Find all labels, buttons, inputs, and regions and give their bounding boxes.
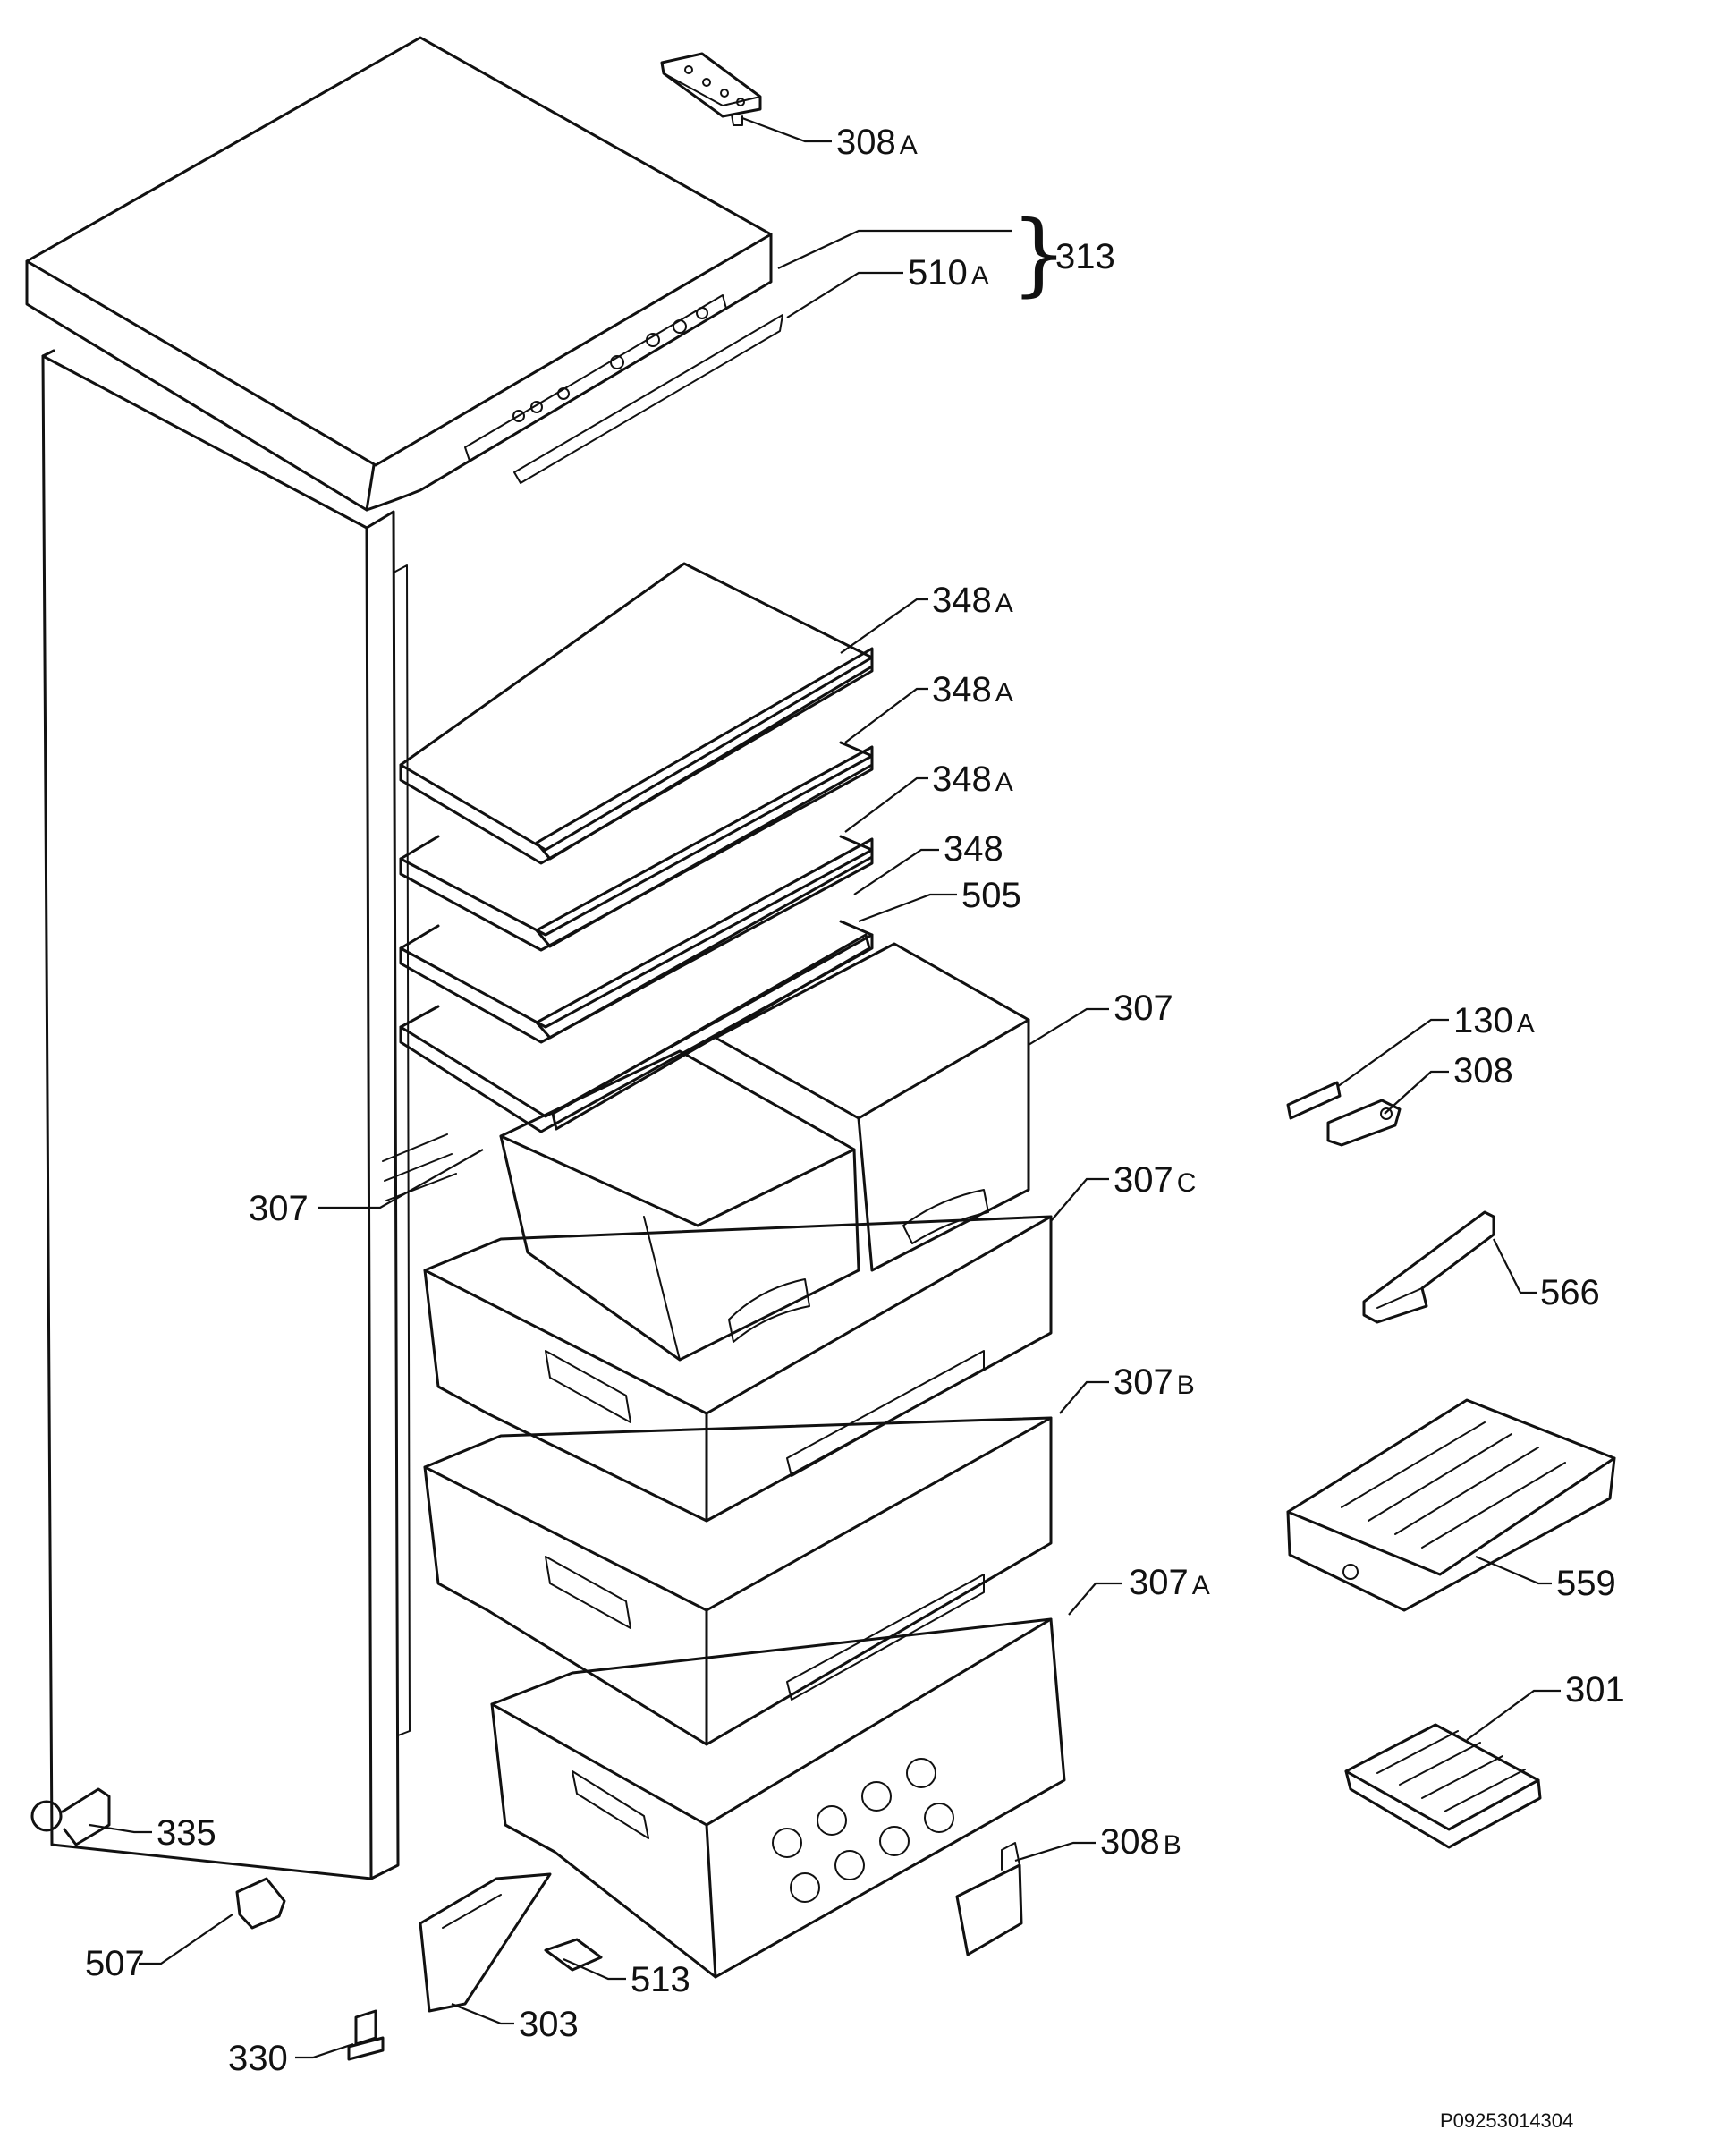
crisper-right bbox=[714, 942, 1030, 1272]
label-number: 505 bbox=[961, 876, 1021, 915]
label-number: 348 bbox=[932, 760, 992, 799]
crisper-left bbox=[499, 1049, 860, 1362]
label-303: 303 bbox=[519, 2005, 579, 2044]
label-566: 566 bbox=[1540, 1273, 1600, 1312]
image-code: P09253014304 bbox=[1440, 2109, 1573, 2132]
label-suffix: B bbox=[1164, 1830, 1181, 1860]
door-pin bbox=[1286, 1081, 1342, 1120]
freezer-drawer-top bbox=[423, 1215, 1053, 1523]
label-suffix: A bbox=[995, 678, 1013, 708]
label-suffix: A bbox=[900, 131, 918, 160]
label-number: 348 bbox=[932, 670, 992, 709]
label-suffix: A bbox=[1192, 1571, 1210, 1600]
cabinet-body bbox=[41, 349, 457, 1880]
label-301: 301 bbox=[1565, 1670, 1625, 1710]
middle-hinge bbox=[1326, 1099, 1402, 1147]
cold-accumulator bbox=[1286, 1398, 1616, 1612]
label-505: 505 bbox=[961, 876, 1021, 915]
label-335: 335 bbox=[157, 1813, 216, 1853]
ice-cube-tray bbox=[1344, 1723, 1542, 1849]
shelf-1 bbox=[399, 562, 874, 865]
shelf-3 bbox=[399, 835, 874, 1044]
label-number: 559 bbox=[1556, 1564, 1616, 1603]
label-number: 507 bbox=[85, 1944, 145, 1983]
label-number: 308 bbox=[1100, 1822, 1160, 1862]
label-suffix: B bbox=[1177, 1371, 1195, 1400]
label-number: 513 bbox=[631, 1960, 690, 1999]
label-number: 307 bbox=[249, 1189, 309, 1228]
label-suffix: A bbox=[995, 768, 1013, 797]
label-number: 510 bbox=[908, 253, 968, 293]
label-suffix: A bbox=[995, 589, 1013, 618]
label-559: 559 bbox=[1556, 1564, 1616, 1603]
label-313: 313 bbox=[1055, 237, 1115, 276]
label-number: 308 bbox=[1453, 1051, 1513, 1090]
label-number: 313 bbox=[1055, 237, 1115, 276]
label-507: 507 bbox=[85, 1944, 145, 1983]
label-348: 348 bbox=[944, 829, 1003, 869]
label-number: 307 bbox=[1114, 1160, 1173, 1200]
label-number: 307 bbox=[1129, 1563, 1189, 1602]
shelf-4 bbox=[399, 920, 874, 1133]
label-number: 348 bbox=[932, 581, 992, 620]
brace-313: } bbox=[1011, 201, 1068, 306]
label-number: 307 bbox=[1114, 1362, 1173, 1402]
bottom-hinge bbox=[955, 1842, 1023, 1956]
adjustable-foot bbox=[347, 2009, 385, 2061]
label-number: 301 bbox=[1565, 1670, 1625, 1710]
kick-plate bbox=[419, 1872, 552, 2013]
leader-lines bbox=[89, 116, 1561, 2059]
glass-shelf-strip bbox=[551, 933, 871, 1131]
label-number: 307 bbox=[1114, 989, 1173, 1028]
caster-wheel bbox=[30, 1787, 111, 1846]
label-number: 303 bbox=[519, 2005, 579, 2044]
label-suffix: A bbox=[971, 261, 989, 291]
label-number: 335 bbox=[157, 1813, 216, 1853]
freezer-drawer-middle bbox=[423, 1416, 1053, 1746]
label-number: 348 bbox=[944, 829, 1003, 869]
label-number: 308 bbox=[836, 123, 896, 162]
ice-scraper bbox=[1362, 1210, 1495, 1324]
shelf-2 bbox=[399, 741, 874, 952]
label-number: 130 bbox=[1453, 1001, 1513, 1040]
top-cover bbox=[25, 36, 773, 512]
vent-piece bbox=[544, 1938, 603, 1972]
label-330: 330 bbox=[228, 2039, 288, 2078]
label-307-left: 307 bbox=[249, 1189, 309, 1228]
label-513: 513 bbox=[631, 1960, 690, 1999]
top-hinge bbox=[660, 52, 762, 126]
label-308: 308 bbox=[1453, 1051, 1513, 1090]
label-307-right: 307 bbox=[1114, 989, 1173, 1028]
label-number: 330 bbox=[228, 2039, 288, 2078]
label-suffix: A bbox=[1517, 1009, 1535, 1039]
control-strip bbox=[513, 314, 783, 484]
label-number: 566 bbox=[1540, 1273, 1600, 1312]
small-clip bbox=[235, 1877, 286, 1930]
label-suffix: C bbox=[1177, 1168, 1197, 1198]
freezer-drawer-bottom bbox=[490, 1617, 1066, 1979]
